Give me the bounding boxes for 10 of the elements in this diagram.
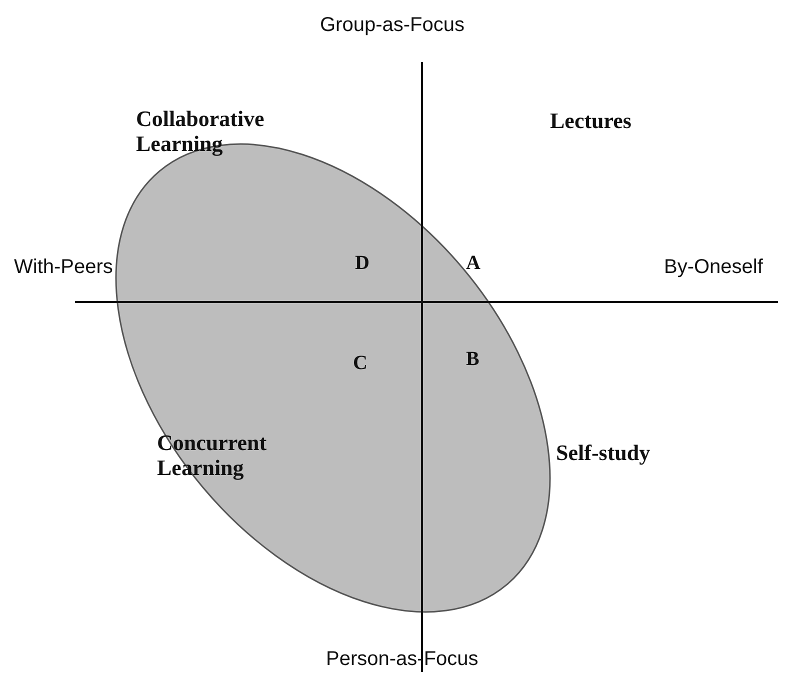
quadrant-label: Lectures (550, 108, 632, 134)
quadrant-letter: C (353, 352, 368, 375)
axis-label: By-Oneself (664, 256, 763, 279)
quadrant-label: Self-study (556, 440, 650, 466)
quadrant-letter: A (466, 252, 480, 275)
axis-label: Group-as-Focus (320, 14, 464, 37)
quadrant-label: Collaborative Learning (136, 106, 266, 157)
quadrant-letter: D (355, 252, 370, 275)
axis-label: With-Peers (14, 256, 113, 279)
quadrant-letter: B (466, 348, 480, 371)
